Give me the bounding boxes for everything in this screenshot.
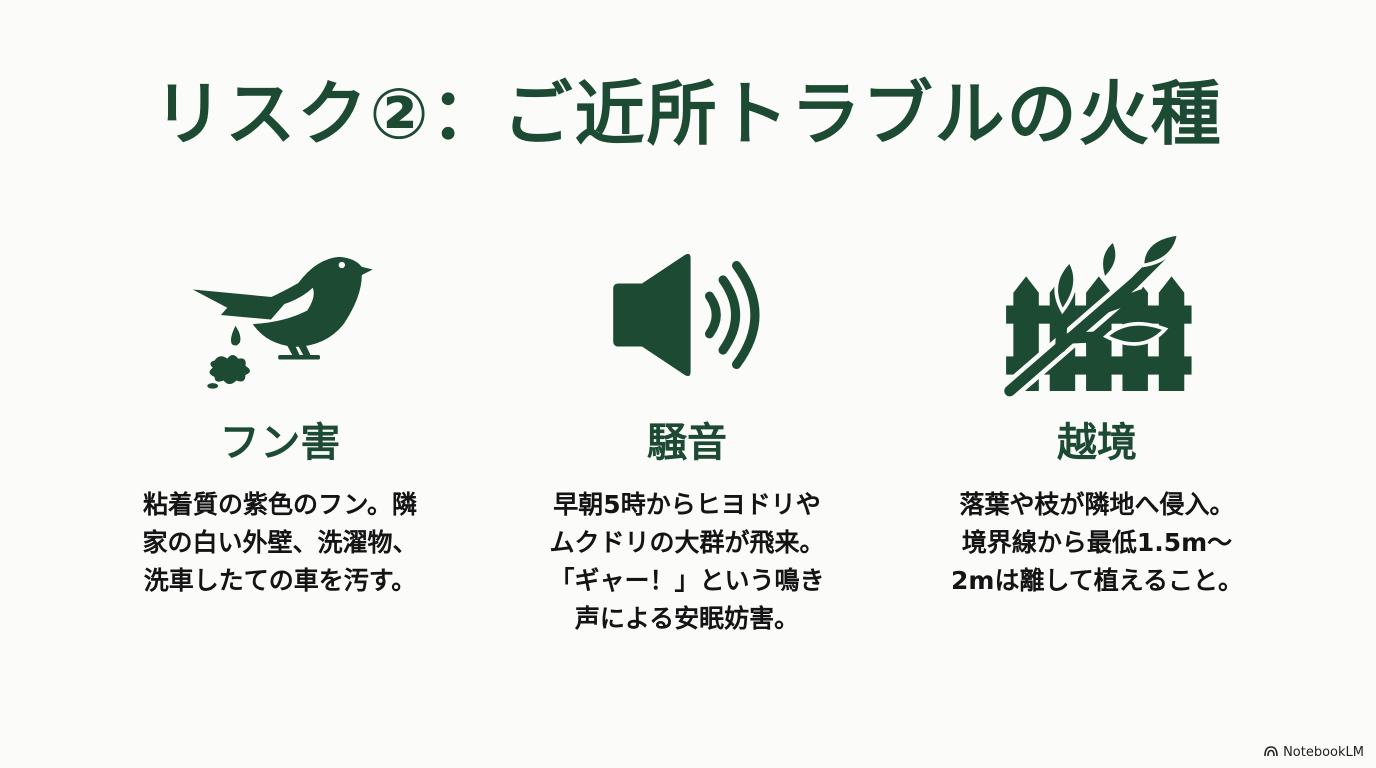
risk-heading: フン害	[219, 420, 341, 466]
bird-droppings-icon	[90, 220, 470, 410]
risk-column-encroachment: 越境 落葉や枝が隣地へ侵入。 境界線から最低1.5m〜 2mは離して植えること。	[907, 220, 1287, 600]
brand-label: NotebookLM	[1283, 745, 1364, 760]
brand-watermark: NotebookLM	[1264, 745, 1364, 760]
risk-description: 早朝5時からヒヨドリや ムクドリの大群が飛来。 「ギャー！」という鳴き 声による…	[549, 490, 825, 633]
risk-description: 落葉や枝が隣地へ侵入。 境界線から最低1.5m〜 2mは離して植えること。	[951, 490, 1243, 595]
notebooklm-logo-icon	[1264, 745, 1278, 760]
risk-description: 粘着質の紫色のフン。隣 家の白い外壁、洗濯物、 洗車したての車を汚す。	[142, 490, 418, 595]
slide-title: リスク②：ご近所トラブルの火種	[153, 73, 1223, 155]
risk-column-droppings: フン害 粘着質の紫色のフン。隣 家の白い外壁、洗濯物、 洗車したての車を汚す。	[90, 220, 470, 600]
speaker-sound-icon	[497, 220, 877, 410]
fence-branch-icon	[907, 220, 1287, 410]
risk-heading: 越境	[1057, 420, 1137, 466]
risk-column-noise: 騒音 早朝5時からヒヨドリや ムクドリの大群が飛来。 「ギャー！」という鳴き 声…	[497, 220, 877, 638]
risk-heading: 騒音	[647, 420, 727, 466]
